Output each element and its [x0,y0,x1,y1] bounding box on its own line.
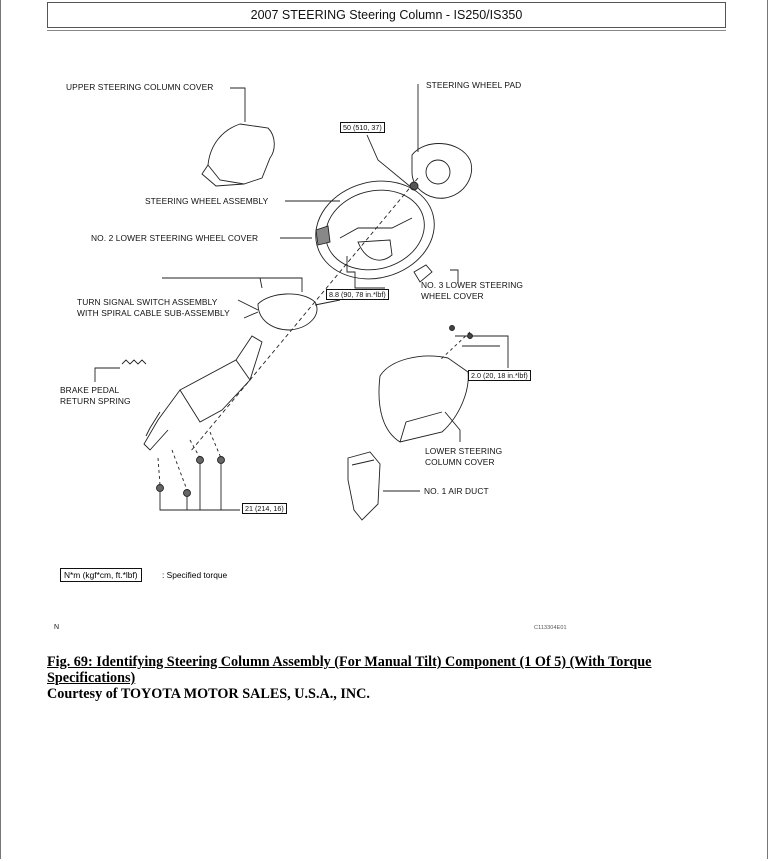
column-lower-shaft [143,389,181,451]
column-bracket [145,411,161,437]
bolt-axis-4 [209,431,222,459]
leader-pad-nut [366,134,413,189]
cover-screw-axis [439,331,471,361]
no3-cover-part [413,264,433,283]
wheel-pad-center [425,159,451,185]
leader-no3-cover [450,269,459,284]
wheel-spoke [339,217,413,239]
label-lower-cover-1: LOWER STEERING [425,446,503,456]
bolt-axis-3 [189,439,201,459]
label-no3-cover-2: WHEEL COVER [421,291,484,301]
corner-mark: N [54,624,60,631]
cover-screw-1 [449,325,455,331]
pad-nut [409,181,419,191]
label-wheel-assembly: STEERING WHEEL ASSEMBLY [145,196,269,206]
wheel-hub [357,239,393,261]
leader-wheel-screw [346,256,385,289]
label-turn-signal-1: TURN SIGNAL SWITCH ASSEMBLY [77,297,218,307]
air-duct-edge [351,459,375,466]
leader-brake-spring [94,367,120,382]
brake-spring-coil [121,359,147,365]
torque-cover-screw: 2.0 (20, 18 in.*lbf) [468,370,531,381]
legend-units-box: N*m (kgf*cm, ft.*lbf) [60,568,142,582]
torque-pad-nut: 50 (510, 37) [340,122,385,133]
torque-wheel-screw: 8.8 (90, 78 in.*lbf) [326,289,389,300]
caption-title: Fig. 69: Identifying Steering Column Ass… [47,654,652,686]
bolt-2 [183,489,191,497]
leader-turn-signal [162,277,303,292]
leader-lower-cover [444,411,461,442]
label-turn-signal-2: WITH SPIRAL CABLE SUB-ASSEMBLY [77,308,230,318]
bolt-axis-1 [157,457,161,486]
upper-cover-edge [201,164,245,187]
column-housing [179,359,251,423]
lower-cover-edge [399,411,443,443]
torque-column-bolts: 21 (214, 16) [242,503,287,514]
document-header: 2007 STEERING Steering Column - IS250/IS… [47,2,726,31]
bolt-3 [196,456,204,464]
bolt-4 [217,456,225,464]
no2-cover-part [315,225,331,246]
lower-cover-shape [378,355,469,443]
figure-code: C113304E01 [534,625,567,631]
wheel-rim-inner [325,189,425,271]
label-brake-spring-1: BRAKE PEDAL [60,385,120,395]
turn-signal-stalk-right [314,299,341,306]
column-upper-shaft [235,335,263,381]
bolt-1 [156,484,164,492]
cover-screw-2 [467,333,473,339]
diagram-drawing [94,84,509,521]
air-duct-shape [347,451,381,521]
label-upper-cover: UPPER STEERING COLUMN COVER [66,82,214,92]
caption-credit: Courtesy of TOYOTA MOTOR SALES, U.S.A., … [47,686,370,702]
figure-caption: Fig. 69: Identifying Steering Column Ass… [47,654,727,702]
label-wheel-pad: STEERING WHEEL PAD [426,80,522,90]
exploded-diagram: UPPER STEERING COLUMN COVER STEERING WHE… [40,60,740,645]
label-air-duct: NO. 1 AIR DUCT [424,486,489,496]
upper-cover-shape [207,123,275,185]
assembly-axis [189,177,419,453]
leader-upper-cover [230,87,246,122]
label-lower-cover-2: COLUMN COVER [425,457,495,467]
label-no2-cover: NO. 2 LOWER STEERING WHEEL COVER [91,233,259,243]
bolt-axis-2 [171,449,188,491]
wheel-pad-shape [411,143,472,199]
header-title: 2007 STEERING Steering Column - IS250/IS… [250,8,523,22]
turn-signal-body [257,293,318,331]
leader-cover-screw-1 [455,335,509,368]
label-brake-spring-2: RETURN SPRING [60,396,131,406]
leader-bolts-a [159,490,240,511]
legend-text: : Specified torque [162,570,228,580]
label-no3-cover-1: NO. 3 LOWER STEERING [421,280,524,290]
turn-signal-connector [259,277,263,289]
turn-signal-stalks [237,299,259,319]
wheel-rim-outer [315,180,435,280]
